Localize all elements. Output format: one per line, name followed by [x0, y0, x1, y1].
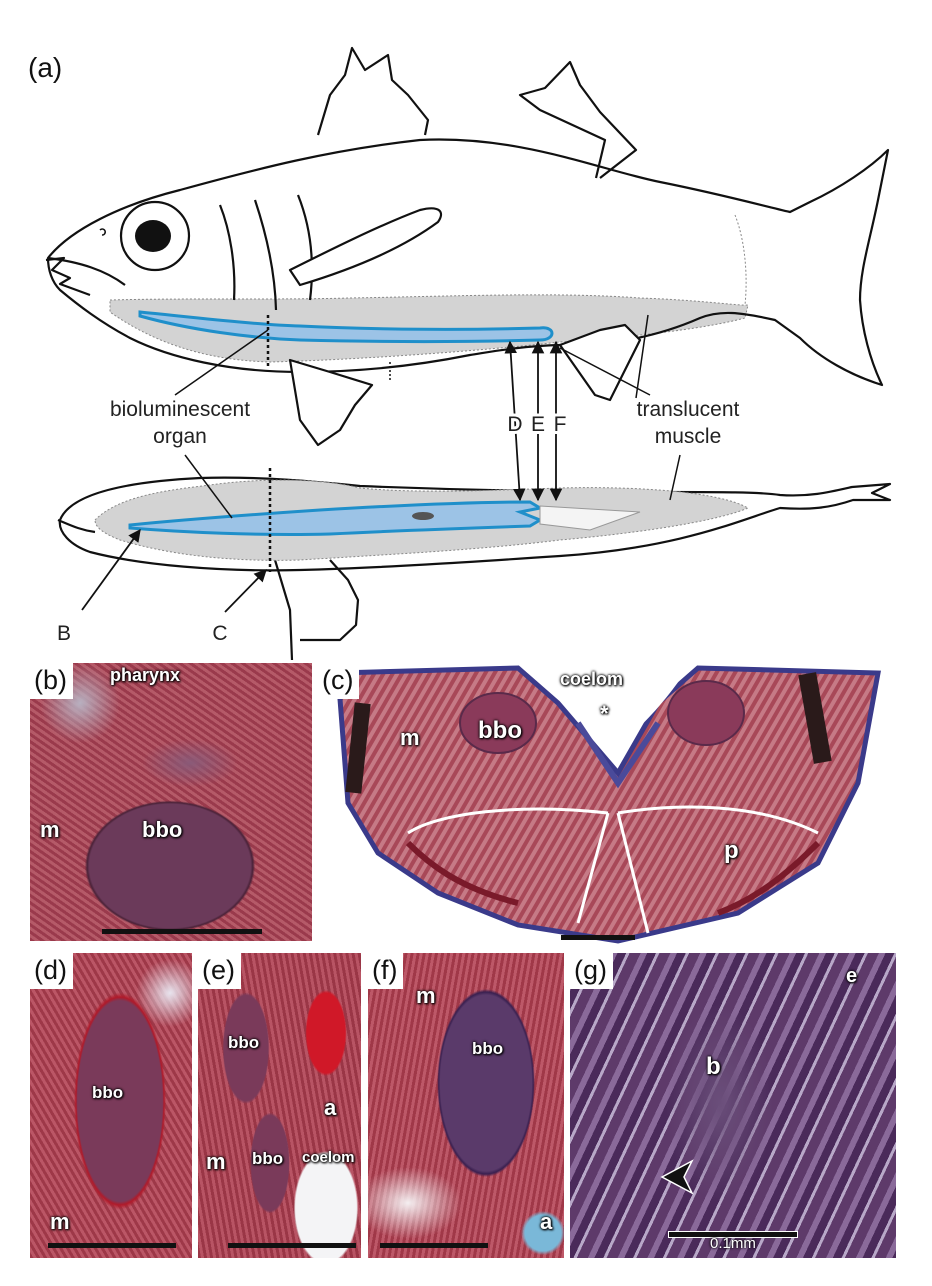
panel-e-m: m [206, 1149, 226, 1174]
panel-f-letter: (f) [368, 953, 404, 989]
lateral-fish [45, 46, 890, 447]
lateral-organ [138, 310, 554, 343]
panel-c-m: m [400, 725, 420, 750]
muscle-label-line2: muscle [655, 425, 722, 448]
label-F: F [554, 413, 567, 436]
panel-f-micrograph: (f) m bbo a [368, 953, 564, 1258]
panel-c-asterisk: * [600, 701, 609, 726]
panel-c-micrograph: (c) coelom m bbo * p [318, 663, 896, 945]
panel-b-scalebar [102, 929, 262, 934]
label-B: B [57, 622, 71, 645]
panel-f-bbo: bbo [472, 1039, 504, 1058]
panel-c-bbo: bbo [478, 717, 522, 744]
panel-d-micrograph: (d) bbo m [30, 953, 192, 1258]
panel-e-bbo-bottom: bbo [252, 1149, 284, 1168]
panel-d-scalebar [48, 1243, 176, 1248]
panel-e-coelom: coelom [302, 1149, 355, 1166]
panel-a-diagram: bioluminescent organ translucent muscle … [45, 46, 892, 660]
panel-g-scalebar [668, 1231, 798, 1238]
label-E: E [531, 413, 545, 436]
panel-c-p: p [724, 837, 739, 864]
organ-label-line1: bioluminescent [110, 398, 250, 421]
label-C: C [212, 622, 227, 645]
muscle-label-line1: translucent [637, 398, 740, 421]
panel-b-bbo: bbo [142, 817, 183, 842]
panel-f-scalebar [380, 1243, 488, 1248]
panel-e-micrograph: (e) bbo bbo m a coelom [198, 953, 361, 1258]
panel-c-scalebar [561, 935, 635, 940]
panel-g-letter: (g) [570, 953, 613, 989]
panel-f-a: a [540, 1209, 553, 1234]
panel-g-b: b [706, 1053, 721, 1080]
panel-e-a: a [324, 1095, 337, 1120]
panel-c-letter: (c) [318, 663, 360, 699]
panel-b-letter: (b) [30, 663, 73, 699]
panel-d-letter: (d) [30, 953, 73, 989]
panel-b-pharynx: pharynx [110, 665, 181, 685]
panel-e-bbo-top: bbo [228, 1033, 260, 1052]
panel-d-m: m [50, 1209, 70, 1234]
panel-e-letter: (e) [198, 953, 241, 989]
panel-d-bbo: bbo [92, 1083, 124, 1102]
organ-label-line2: organ [153, 425, 207, 448]
panel-b-m: m [40, 817, 60, 842]
panel-e-scalebar [228, 1243, 356, 1248]
ventral-organ [128, 500, 641, 537]
panel-b-micrograph: (b) pharynx bbo m [30, 663, 312, 941]
panel-c-coelom: coelom [560, 669, 624, 689]
arrowhead-icon [660, 1159, 694, 1195]
panel-c-tissue [335, 665, 881, 944]
panel-g-e: e [846, 965, 858, 987]
panel-f-m: m [416, 983, 436, 1008]
label-D: D [507, 413, 522, 436]
panel-a-letter: (a) [28, 52, 63, 83]
panel-g-micrograph: (g) e b 0.1mm [570, 953, 896, 1258]
panel-g-scale-text: 0.1mm [710, 1235, 756, 1252]
